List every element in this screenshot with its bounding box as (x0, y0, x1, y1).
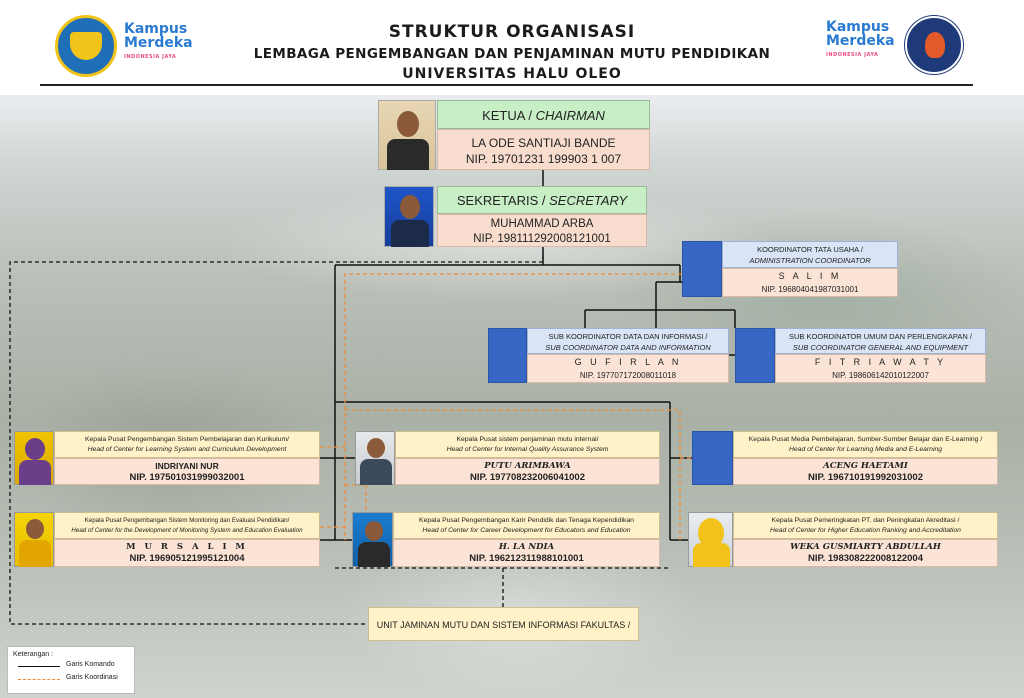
center-3-nip: NIP. 196710191992031002 (808, 472, 923, 483)
chairman-title: KETUA / CHAIRMAN (437, 100, 650, 129)
center-2-nip: NIP. 197708232006041002 (470, 472, 585, 483)
center-6-title: Kepala Pusat Pemeringkatan PT. dan Penin… (733, 512, 998, 539)
sub-umum-name: F I T R I A W A T Y (814, 357, 947, 367)
center-4-photo (14, 512, 54, 567)
center-1-title: Kepala Pusat Pengembangan Sistem Pembela… (54, 431, 320, 458)
admin-coordinator-name: S A L I M (778, 271, 842, 281)
secretary-title: SEKRETARIS / SECRETARY (437, 186, 647, 214)
admin-coordinator-photo-placeholder (682, 241, 722, 297)
chairman-photo (378, 100, 436, 170)
header: Kampus Merdeka INDONESIA JAYA STRUKTUR O… (0, 0, 1024, 95)
institution-title: LEMBAGA PENGEMBANGAN DAN PENJAMINAN MUTU… (253, 46, 771, 62)
center-3-info: ACENG HAETAMI NIP. 196710191992031002 (733, 458, 998, 485)
chairman-nip: NIP. 19701231 199903 1 007 (465, 152, 622, 166)
center-1-info: INDRIYANI NUR NIP. 197501031999032001 (54, 458, 320, 485)
center-5-info: H. LA NDIA NIP. 196212311988101001 (393, 539, 660, 567)
admin-coordinator-nip: NIP. 196804041987031001 (761, 285, 859, 294)
sub-data-title: SUB KOORDINATOR DATA DAN INFORMASI / SUB… (527, 328, 729, 354)
sub-data-name: G U F I R L A N (574, 357, 682, 367)
center-3-photo-placeholder (692, 431, 733, 485)
center-5-title: Kepala Pusat Pengembangan Karir Pendidik… (393, 512, 660, 539)
tut-wuri-handayani-logo (55, 15, 117, 77)
center-2-title: Kepala Pusat sistem penjaminan mutu inte… (395, 431, 660, 458)
legend-coordination-label: Garis Koordinasi (66, 674, 118, 681)
sub-data-nip: NIP. 197707172008011018 (579, 371, 677, 380)
center-5-photo (352, 512, 393, 567)
center-5-nip: NIP. 196212311988101001 (469, 553, 584, 564)
legend: Keterangan : Garis Komando Garis Koordin… (7, 646, 135, 694)
center-5-name: H. LA NDIA (498, 542, 555, 552)
faculty-unit-box: UNIT JAMINAN MUTU DAN SISTEM INFORMASI F… (368, 607, 639, 641)
center-1-name: INDRIYANI NUR (155, 461, 219, 471)
admin-coordinator-info: S A L I M NIP. 196804041987031001 (722, 268, 898, 297)
admin-coordinator-title: KOORDINATOR TATA USAHA / ADMINISTRATION … (722, 241, 898, 268)
chairman-info: LA ODE SANTIAJI BANDE NIP. 19701231 1999… (437, 129, 650, 170)
center-6-photo (688, 512, 733, 567)
center-6-nip: NIP. 198308222008122004 (808, 553, 923, 564)
header-divider (40, 84, 973, 86)
center-2-name: PUTU ARIMBAWA (484, 461, 571, 471)
center-6-name: WEKA GUSMIARTY ABDULLAH (790, 542, 941, 552)
center-2-photo (355, 431, 395, 485)
center-4-nip: NIP. 196905121995121004 (129, 553, 245, 564)
legend-coordination-line (18, 679, 60, 680)
sub-data-info: G U F I R L A N NIP. 197707172008011018 (527, 354, 729, 383)
center-1-nip: NIP. 197501031999032001 (129, 472, 245, 483)
center-6-info: WEKA GUSMIARTY ABDULLAH NIP. 19830822200… (733, 539, 998, 567)
center-3-title: Kepala Pusat Media Pembelajaran, Sumber-… (733, 431, 998, 458)
sub-data-photo-placeholder (488, 328, 527, 383)
sub-umum-photo-placeholder (735, 328, 775, 383)
secretary-photo (384, 186, 434, 247)
sub-umum-title: SUB KOORDINATOR UMUM DAN PERLENGKAPAN / … (775, 328, 986, 354)
center-4-title: Kepala Pusat Pengembangan Sistem Monitor… (54, 512, 320, 539)
legend-command-line (18, 666, 60, 667)
chairman-name: LA ODE SANTIAJI BANDE (471, 136, 616, 150)
secretary-name: MUHAMMAD ARBA (490, 218, 594, 230)
center-1-photo (14, 431, 54, 485)
universitas-halu-oleo-logo (905, 16, 963, 74)
center-2-info: PUTU ARIMBAWA NIP. 197708232006041002 (395, 458, 660, 485)
center-4-name: M U R S A L I M (126, 542, 248, 552)
page-title: STRUKTUR ORGANISASI (388, 22, 636, 42)
legend-command-label: Garis Komando (66, 661, 115, 668)
university-title: UNIVERSITAS HALU OLEO (402, 66, 622, 82)
secretary-info: MUHAMMAD ARBA NIP. 198111292008121001 (437, 214, 647, 247)
legend-title: Keterangan : (13, 651, 54, 658)
center-4-info: M U R S A L I M NIP. 196905121995121004 (54, 539, 320, 567)
sub-umum-nip: NIP. 198606142010122007 (832, 371, 929, 380)
kampus-merdeka-logo-right: Kampus Merdeka INDONESIA JAYA (826, 19, 895, 58)
secretary-nip: NIP. 198111292008121001 (473, 233, 611, 245)
sub-umum-info: F I T R I A W A T Y NIP. 198606142010122… (775, 354, 986, 383)
center-3-name: ACENG HAETAMI (823, 461, 908, 471)
kampus-merdeka-logo-left: Kampus Merdeka INDONESIA JAYA (124, 21, 193, 60)
